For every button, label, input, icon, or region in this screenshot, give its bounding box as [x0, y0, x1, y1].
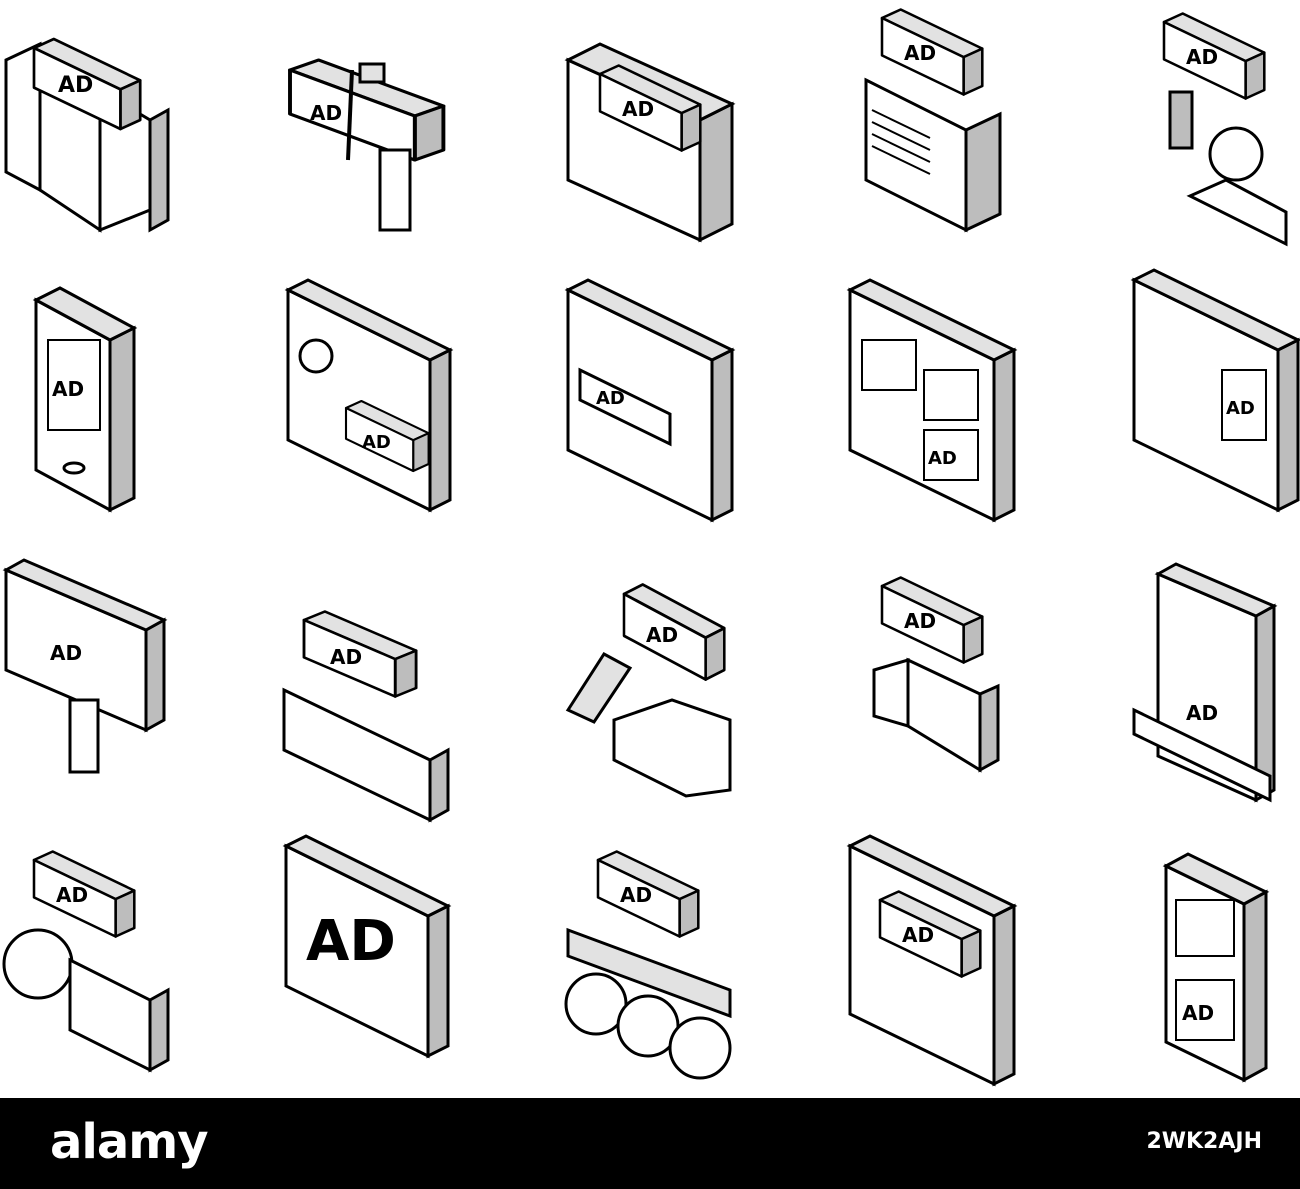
ad-analytics-icon: AD — [2, 850, 170, 1073]
ad-click-monitor-icon: AD — [282, 834, 452, 1059]
ad-building-label: AD — [1186, 701, 1218, 725]
stock-footer-bar: alamy 2WK2AJH — [0, 1098, 1300, 1189]
alamy-logo: alamy — [50, 1114, 209, 1170]
ad-mobile-feed-label: AD — [1182, 1001, 1214, 1025]
ad-screen-bubble-icon: AD — [564, 42, 736, 243]
ad-mailbox-icon: AD — [288, 58, 446, 232]
ad-megaphone-label: AD — [904, 609, 936, 633]
ad-bench-label: AD — [330, 645, 362, 669]
ad-banner-webpage-icon: AD — [564, 278, 736, 523]
ad-bench-icon: AD — [282, 610, 450, 823]
ad-cash-register-icon: AD — [864, 8, 1002, 233]
ad-billboard-icon: AD — [2, 558, 168, 774]
ad-gallery-webpage-label: AD — [928, 448, 957, 469]
ad-brochure-label: AD — [58, 73, 93, 98]
ad-megaphone-icon: AD — [872, 576, 1000, 773]
ad-box-icon: AD — [565, 583, 732, 798]
ad-target-person-icon: AD — [1162, 12, 1288, 247]
ad-click-monitor-label: AD — [306, 909, 396, 974]
ad-billboard-label: AD — [50, 641, 82, 665]
ad-target-person-label: AD — [1186, 45, 1218, 69]
icon-grid: AD AD AD AD AD AD — [2, 8, 1300, 1087]
ad-airplane-banner-label: AD — [620, 883, 652, 907]
ad-brochure-icon: AD — [4, 37, 170, 233]
ad-smartphone-label: AD — [52, 377, 84, 401]
ad-analytics-label: AD — [56, 883, 88, 907]
ad-mobile-feed-icon: AD — [1162, 852, 1270, 1083]
ad-popup-webpage-label: AD — [902, 923, 934, 947]
ad-smartphone-icon: AD — [32, 286, 138, 513]
ad-layout-webpage-label: AD — [1226, 398, 1255, 419]
ad-layout-webpage-icon: AD — [1130, 268, 1300, 513]
ad-airplane-banner-icon: AD — [564, 850, 732, 1080]
ad-mailbox-label: AD — [310, 101, 342, 125]
ad-building-icon: AD — [1132, 562, 1278, 803]
ad-popup-webpage-icon: AD — [846, 834, 1018, 1087]
ad-screen-bubble-label: AD — [622, 97, 654, 121]
ad-profile-webpage-label: AD — [362, 432, 391, 453]
ad-profile-webpage-icon: AD — [284, 278, 454, 513]
ad-box-label: AD — [646, 623, 678, 647]
image-id-label: 2WK2AJH — [1146, 1129, 1262, 1154]
ad-banner-webpage-label: AD — [596, 388, 625, 409]
ad-cash-register-label: AD — [904, 41, 936, 65]
ad-gallery-webpage-icon: AD — [846, 278, 1018, 523]
